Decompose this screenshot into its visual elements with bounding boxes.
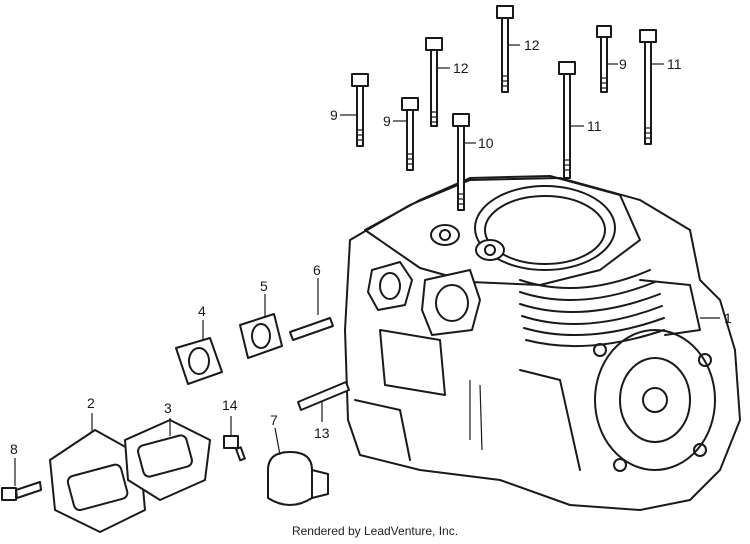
callout-4: 4 bbox=[198, 303, 206, 319]
callout-12-right: 12 bbox=[524, 37, 540, 53]
callout-9-left: 9 bbox=[330, 107, 338, 123]
footer-credit: Rendered by LeadVenture, Inc. bbox=[291, 524, 459, 538]
callout-12-left: 12 bbox=[453, 60, 469, 76]
callout-11-right: 11 bbox=[667, 56, 682, 72]
callout-2: 2 bbox=[87, 395, 95, 411]
clamp-bolt bbox=[223, 435, 246, 462]
callout-9-middle: 9 bbox=[383, 113, 391, 129]
cover-plate bbox=[49, 429, 146, 533]
callout-1: 1 bbox=[724, 310, 732, 326]
callout-10: 10 bbox=[478, 135, 494, 151]
callout-9-right: 9 bbox=[619, 56, 627, 72]
clamp bbox=[267, 451, 329, 506]
spacer-gasket bbox=[239, 313, 283, 359]
callout-3: 3 bbox=[164, 400, 172, 416]
callout-7: 7 bbox=[270, 412, 278, 428]
head-bolts bbox=[351, 5, 657, 211]
callout-14: 14 bbox=[222, 397, 238, 413]
callout-5: 5 bbox=[260, 278, 268, 294]
spacer bbox=[175, 337, 223, 385]
studs bbox=[289, 317, 350, 411]
callout-13: 13 bbox=[314, 425, 330, 441]
callout-11-center: 11 bbox=[587, 118, 602, 134]
callout-6: 6 bbox=[313, 262, 321, 278]
cover-bolt bbox=[1, 481, 42, 501]
callout-8: 8 bbox=[10, 441, 18, 457]
cylinder-block bbox=[344, 175, 741, 511]
callouts: 1 2 3 4 5 6 7 8 9 9 9 10 11 11 12 12 13 bbox=[10, 37, 732, 486]
